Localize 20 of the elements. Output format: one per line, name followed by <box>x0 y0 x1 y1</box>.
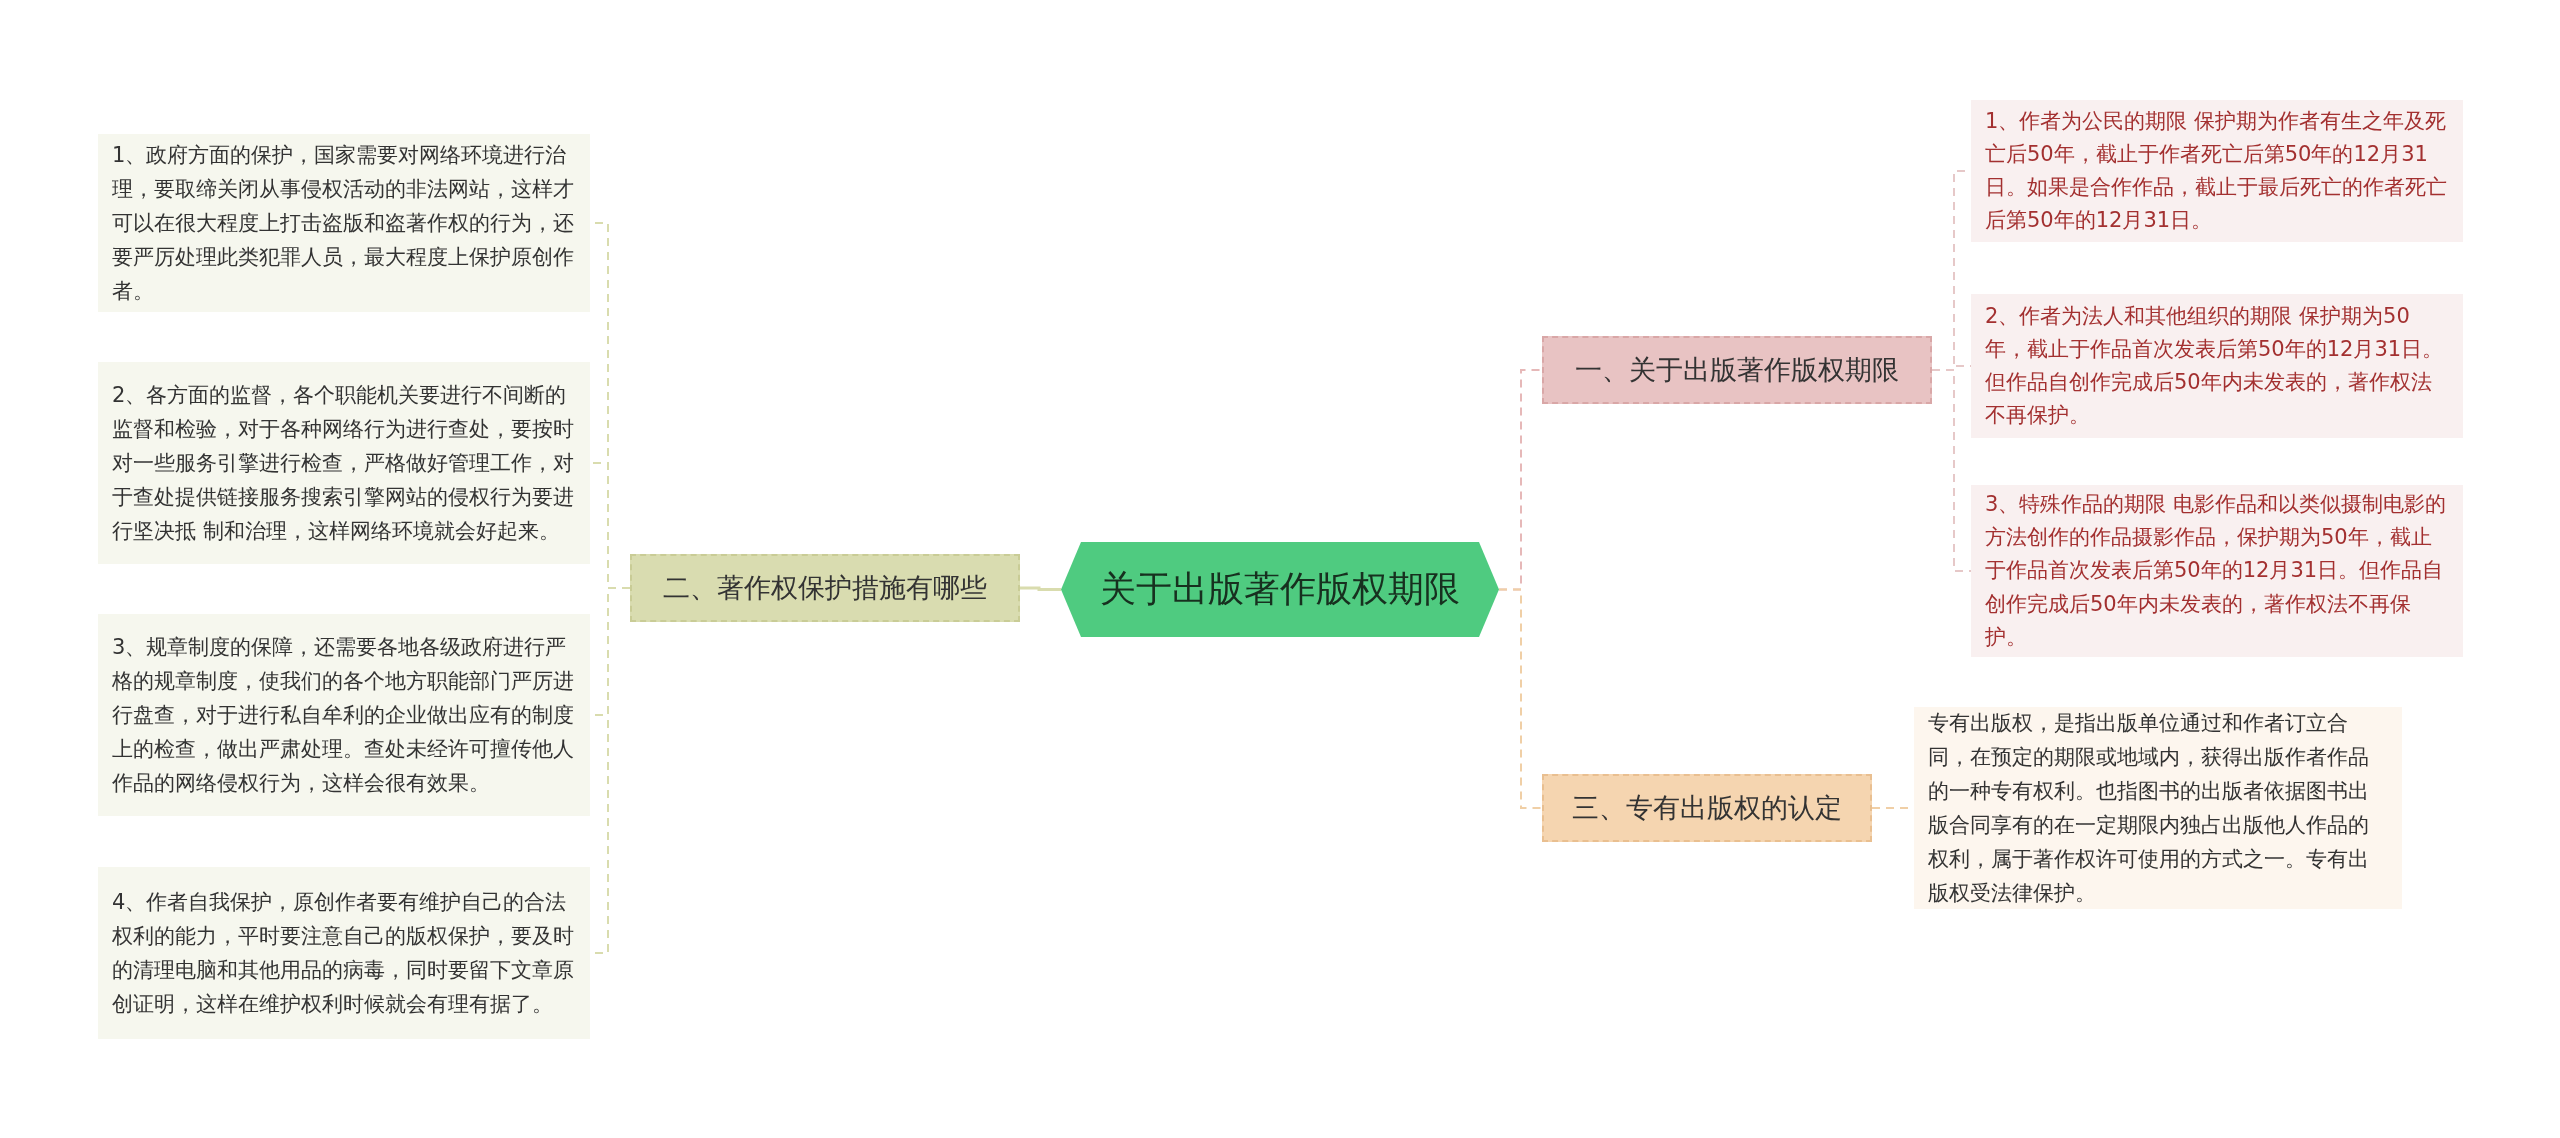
topic-label: 关于出版著作版权期限 <box>1100 567 1460 611</box>
branch-topic <box>1542 774 1872 842</box>
note-text: 3、规章制度的保障，还需要各地各级政府进行严格的规章制度，使我们的各个地方职能部门严厉进行盘查，对于进行私自牟利的企业做出应有的制度上的检查，做出严肃处理。查处未经许可擅传他人作品的网络侵权行为，这样会很有效果。 <box>112 633 575 797</box>
connector-line <box>1931 369 1972 572</box>
note-text: 4、作者自我保护，原创作者要有维护自己的合法权利的能力，平时要注意自己的版权保护，要及时的清理电脑和其他用品的病毒，同时要留下文章原创证明，这样在维护权利时候就会有理有据了。 <box>112 888 575 1018</box>
note-text: 1、政府方面的保护，国家需要对网络环境进行治理，要取缔关闭从事侵权活动的非法网站，这样才可以在很大程度上打击盗版和盗著作权的行为，还要严厉处理此类犯罪人员，最大程度上保护原创作者。 <box>112 141 575 306</box>
branch-topic <box>1542 336 1932 404</box>
note-text: 1、作者为公民的期限 保护期为作者有生之年及死亡后50年，截止于作者死亡后第50年的12月31日。如果是合作作品，截止于最后死亡的作者死亡后第50年的12月31日。 <box>1985 107 2448 235</box>
branch-topic <box>630 554 1020 622</box>
note-text: 3、特殊作品的期限 电影作品和以类似摄制电影的方法创作的作品摄影作品，保护期为50年，截止于作品首次发表后第50年的12月31日。但作品自创作完成后50年内未发表的，著作权法不再保护。 <box>1985 491 2448 651</box>
central-topic <box>1061 542 1499 637</box>
connector-line <box>1498 588 1543 809</box>
connector-line <box>1020 586 1061 591</box>
note-card <box>1971 294 2463 438</box>
topic-label: 三、专有出版权的认定 <box>1572 791 1842 825</box>
topic-label: 二、著作权保护措施有哪些 <box>663 571 987 605</box>
note-text: 2、作者为法人和其他组织的期限 保护期为50年，截止于作品首次发表后第50年的12月31日。但作品自创作完成后50年内未发表的，著作权法不再保护。 <box>1985 302 2445 430</box>
note-text: 2、各方面的监督，各个职能机关要进行不间断的监督和检验，对于各种网络行为进行查处，要按时对一些服务引擎进行检查，严格做好管理工作，对于查处提供链接服务搜索引擎网站的侵权行为要进行坚决抵 制和治理，这样网络环境就会好起来。 <box>112 381 575 545</box>
topic-label: 一、关于出版著作版权期限 <box>1575 353 1899 387</box>
note-text: 专有出版权，是指出版单位通过和作者订立合同，在预定的期限或地域内，获得出版作者作品的一种专有权利。也指图书的出版者依据图书出版合同享有的在一定期限内独占出版他人作品的权利，属于著作权许可使用的方式之一。专有出版权受法律保护。 <box>1928 709 2370 908</box>
